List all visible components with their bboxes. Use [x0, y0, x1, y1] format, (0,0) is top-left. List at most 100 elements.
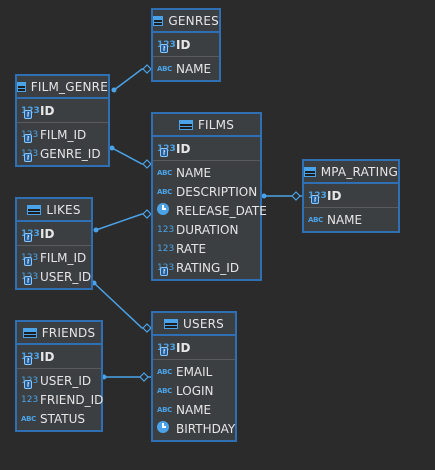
column-name: FILM_ID [40, 127, 87, 142]
relation-end-dot [93, 227, 99, 233]
numeric-type-icon: 123⚷ [308, 191, 327, 204]
column-row[interactable]: ABC LOGIN [153, 381, 235, 400]
numeric-type-icon: 123⚷ [21, 272, 40, 285]
column-row[interactable]: 123 DURATION [153, 220, 260, 239]
relation-end-dot [261, 193, 267, 199]
table-icon [304, 166, 316, 177]
key-icon: ⚷ [311, 194, 319, 204]
table-title: FILM_GENRE [30, 79, 108, 94]
table-title: FILMS [197, 117, 235, 132]
key-icon: ⚷ [24, 256, 32, 266]
column-name: NAME [176, 61, 212, 76]
column-name: LOGIN [176, 383, 214, 398]
column-name: ID [176, 340, 191, 355]
column-row[interactable]: ABC EMAIL [153, 362, 235, 381]
column-name: ID [176, 37, 191, 52]
column-name: ID [176, 141, 191, 156]
numeric-type-icon: 123⚷ [21, 376, 40, 389]
numeric-type-icon: 123⚷ [21, 229, 40, 242]
numeric-type-icon: 123 [21, 394, 39, 405]
table-header[interactable]: MPA_RATING [304, 161, 398, 184]
text-type-icon: ABC [157, 386, 172, 395]
table-genres[interactable]: GENRES 123⚷ ID ABC NAME [151, 8, 221, 82]
text-type-icon: ABC [308, 215, 323, 224]
key-icon: ⚷ [160, 346, 168, 356]
column-row[interactable]: ABC NAME [153, 59, 219, 78]
numeric-type-icon: 123⚷ [21, 253, 40, 266]
table-header[interactable]: FILM_GENRE [17, 76, 108, 99]
column-row[interactable]: ABC NAME [153, 400, 235, 419]
column-row[interactable]: 123⚷ ID [17, 224, 91, 243]
column-row[interactable]: ABC STATUS [17, 409, 101, 428]
table-films[interactable]: FILMS 123⚷ ID ABC NAME ABC DESCRIPTION R… [151, 112, 267, 281]
table-film-genre[interactable]: FILM_GENRE 123⚷ ID 123⚷ FILM_ID 123⚷ GEN… [15, 74, 110, 167]
text-type-icon: ABC [157, 367, 172, 376]
column-name: ID [327, 188, 342, 203]
key-icon: ⚷ [160, 43, 168, 53]
column-row[interactable]: 123⚷ ID [153, 35, 219, 54]
column-row[interactable]: 123⚷ FILM_ID [17, 248, 91, 267]
table-header[interactable]: FRIENDS [17, 322, 101, 345]
column-row[interactable]: 123⚷ GENRE_ID [17, 144, 108, 163]
relation-end-diamond [142, 64, 152, 74]
table-icon [164, 318, 179, 329]
table-icon [17, 81, 26, 92]
clock-icon [157, 203, 176, 218]
numeric-type-icon: 123⚷ [157, 40, 176, 53]
column-row[interactable]: 123 FRIEND_ID [17, 390, 104, 409]
column-name: BIRTHDAY [176, 421, 236, 436]
column-name: USER_ID [40, 373, 92, 388]
table-icon [27, 204, 42, 215]
key-icon: ⚷ [24, 133, 32, 143]
column-row[interactable]: ABC DESCRIPTION [153, 182, 260, 201]
column-row[interactable]: 123⚷ ID [153, 338, 235, 357]
column-name: USER_ID [40, 269, 92, 284]
column-name: EMAIL [176, 364, 213, 379]
numeric-type-icon: 123⚷ [157, 144, 176, 157]
column-row[interactable]: 123⚷ USER_ID [17, 267, 91, 286]
table-header[interactable]: FILMS [153, 114, 260, 137]
text-type-icon: ABC [157, 405, 172, 414]
numeric-type-icon: 123⚷ [157, 263, 176, 276]
relation-film-genre-films [111, 147, 152, 165]
table-title: MPA_RATING [320, 164, 398, 179]
table-title: USERS [183, 316, 224, 331]
table-users[interactable]: USERS 123⚷ ID ABC EMAIL ABC LOGIN ABC NA… [151, 311, 237, 442]
relation-end-diamond [139, 372, 149, 382]
column-row[interactable]: BIRTHDAY [153, 419, 235, 438]
relation-end-diamond [142, 159, 152, 169]
relation-end-diamond [142, 323, 152, 333]
column-name: FRIEND_ID [40, 392, 104, 407]
numeric-type-icon: 123⚷ [157, 343, 176, 356]
column-row[interactable]: ABC NAME [304, 210, 398, 229]
table-icon [22, 327, 37, 338]
column-row[interactable]: ABC NAME [153, 163, 260, 182]
column-name: ID [40, 103, 55, 118]
text-type-icon: ABC [157, 64, 172, 73]
column-row[interactable]: 123⚷ FILM_ID [17, 125, 108, 144]
column-row[interactable]: 123⚷ ID [153, 139, 260, 158]
column-name: GENRE_ID [40, 146, 101, 161]
table-header[interactable]: USERS [153, 313, 235, 336]
column-row[interactable]: RELEASE_DATE [153, 201, 267, 220]
table-header[interactable]: GENRES [153, 10, 219, 33]
numeric-type-icon: 123 [157, 224, 175, 235]
column-name: DURATION [176, 222, 239, 237]
key-icon: ⚷ [24, 275, 32, 285]
table-header[interactable]: LIKES [17, 199, 91, 222]
table-title: GENRES [168, 13, 219, 28]
column-row[interactable]: 123⚷ ID [304, 186, 398, 205]
table-mpa-rating[interactable]: MPA_RATING 123⚷ ID ABC NAME [302, 159, 400, 233]
column-row[interactable]: 123⚷ ID [17, 101, 108, 120]
table-friends[interactable]: FRIENDS 123⚷ ID 123⚷ USER_ID 123 FRIEND_… [15, 320, 103, 432]
column-row[interactable]: 123⚷ RATING_ID [153, 258, 260, 277]
numeric-type-icon: 123⚷ [21, 106, 40, 119]
numeric-type-icon: 123 [157, 243, 175, 254]
column-row[interactable]: 123⚷ USER_ID [17, 371, 101, 390]
relation-end-dot [111, 87, 117, 93]
table-likes[interactable]: LIKES 123⚷ ID 123⚷ FILM_ID 123⚷ USER_ID [15, 197, 93, 290]
column-row[interactable]: 123⚷ ID [17, 347, 101, 366]
column-row[interactable]: 123 RATE [153, 239, 260, 258]
table-icon [178, 119, 193, 130]
